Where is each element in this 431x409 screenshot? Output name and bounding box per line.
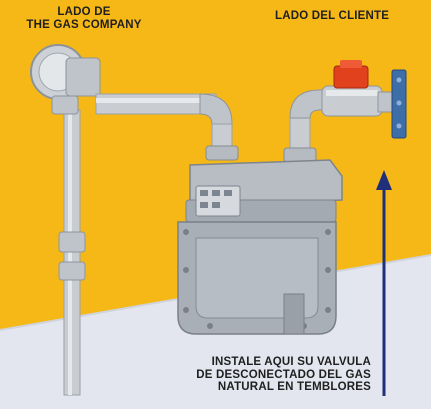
wall-mount-icon <box>391 69 407 139</box>
customer-side-label: LADO DEL CLIENTE <box>275 10 390 22</box>
pressure-regulator-icon <box>30 44 101 115</box>
instruction-line-2: DE DESCONECTADO DEL GAS <box>196 368 371 381</box>
gas-company-side-label: LADO DE THE GAS COMPANY <box>8 6 160 31</box>
ground-riser-pipe <box>58 109 86 396</box>
gas-company-side-line-2: THE GAS COMPANY <box>26 18 142 31</box>
outlet-pipe <box>283 89 331 163</box>
supply-pipe <box>95 93 239 161</box>
instruction-line-1: INSTALE AQUI SU VALVULA <box>211 356 371 368</box>
gas-meter-icon <box>177 159 343 335</box>
instruction-line-3: NATURAL EN TEMBLORES <box>217 381 371 393</box>
shutoff-valve-icon <box>321 60 393 117</box>
gas-company-side-line-1: LADO DE <box>57 6 111 18</box>
up-arrow-icon <box>376 170 392 396</box>
valve-instruction-label: INSTALE AQUI SU VALVULA DE DESCONECTADO … <box>196 356 371 394</box>
